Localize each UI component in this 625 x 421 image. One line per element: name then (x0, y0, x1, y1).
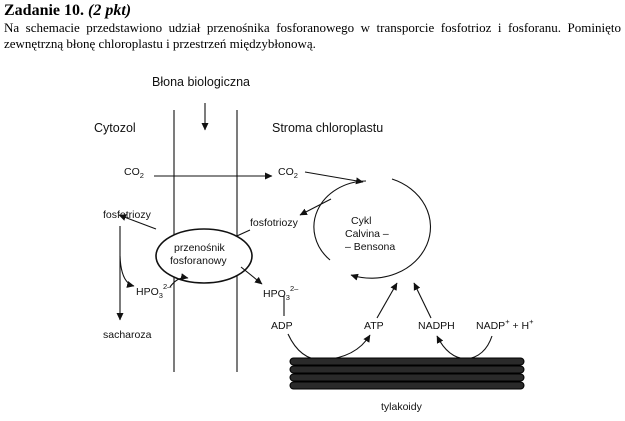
carrier-line2: fosforanowy (170, 255, 227, 267)
hpo3-to-carrier-arrow (169, 273, 189, 288)
task-header: Zadanie 10. (2 pkt) Na schemacie przedst… (4, 2, 621, 52)
nadph-to-cycle-arrow (413, 282, 432, 319)
tylakoidy-label: tylakoidy (381, 401, 423, 413)
atp-label: ATP (364, 320, 384, 332)
stroma-label: Stroma chloroplastu (272, 121, 383, 135)
nadp-to-nadph-arrow (436, 335, 493, 360)
task-points: (2 pkt) (88, 2, 132, 19)
cytozol-label: Cytozol (94, 121, 136, 135)
co2-left-label: CO2 (124, 166, 144, 180)
adp-to-atp-arrow (287, 333, 371, 361)
hpo3-left-label: HPO32– (136, 282, 172, 300)
carrier-to-hpo3-arrow (240, 266, 263, 285)
calvin-cycle-arc-right (350, 178, 432, 281)
task-title-line: Zadanie 10. (2 pkt) (4, 2, 621, 20)
atp-to-cycle-arrow (376, 282, 398, 319)
carrier-to-fosfotriozy-arrow (118, 214, 157, 230)
thylakoid-stack (289, 357, 525, 390)
calvin-line1: Cykl (351, 215, 371, 227)
hpo3-branch-arrow (119, 255, 135, 288)
calvin-cycle-arc-left (313, 180, 367, 261)
calvin-line2: Calvina – (345, 228, 389, 240)
co2-right-label: CO2 (278, 166, 298, 180)
membrane-label: Błona biologiczna (152, 75, 250, 89)
nadph-label: NADPH (418, 320, 455, 332)
calvin-line3: – Bensona (345, 241, 395, 253)
fosfotriozy-right-label: fosfotriozy (250, 217, 299, 229)
sacharoza-label: sacharoza (103, 329, 152, 341)
fosfotriozy-left-label: fosfotriozy (103, 209, 152, 221)
task-intro: Na schemacie przedstawiono udział przeno… (4, 20, 621, 51)
carrier-line1: przenośnik (174, 242, 226, 254)
co2-to-cycle-arrow (304, 171, 364, 185)
adp-label: ADP (271, 320, 293, 332)
cycle-to-fosfotriozy-arrow (299, 198, 332, 216)
nadp-label: NADP+ + H+ (476, 317, 534, 332)
phosphate-carrier (155, 228, 253, 284)
hpo3-right-label: HPO32– (263, 284, 299, 302)
task-title: Zadanie 10. (4, 2, 85, 19)
